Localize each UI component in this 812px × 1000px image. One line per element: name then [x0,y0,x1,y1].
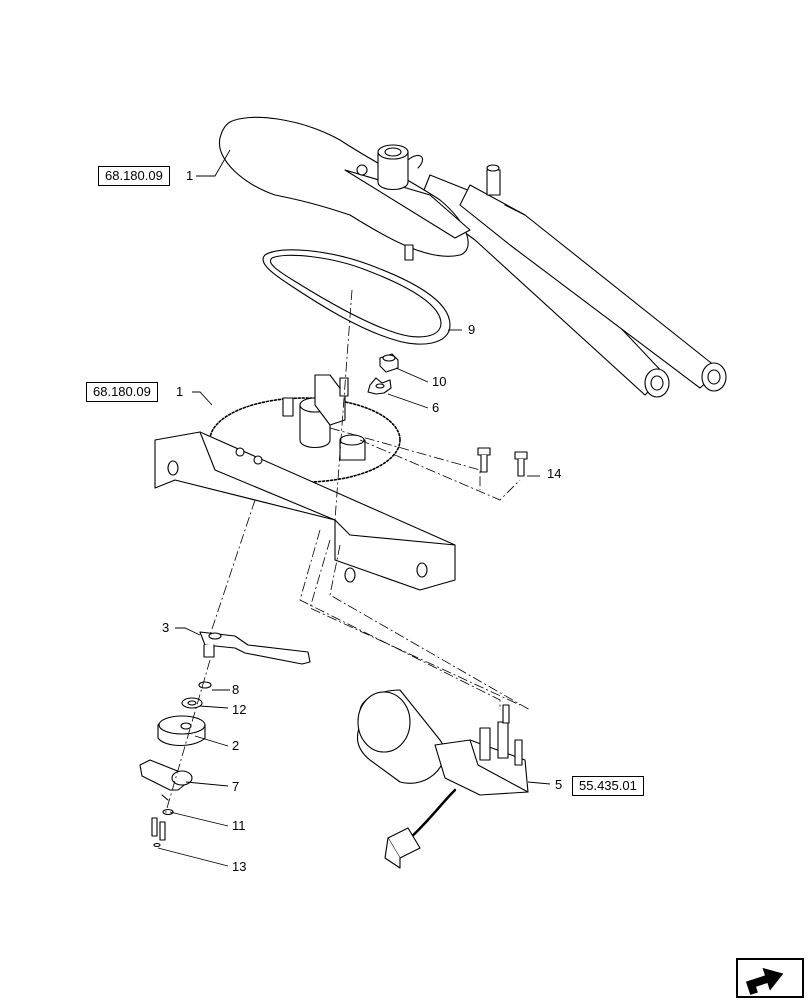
callout-6: 6 [432,400,440,415]
part-1-cover-assembly [218,116,727,398]
part-6-star-washer [367,377,392,395]
cover-fitting [486,169,501,196]
arm-tube-left [419,174,666,396]
callout-14: 14 [547,466,562,481]
callout-1-lower: 1 [176,384,184,399]
part-1-disc-bracket-assembly [154,374,456,591]
callout-13: 13 [232,859,247,874]
callout-2: 2 [232,738,240,753]
callout-8: 8 [232,682,240,697]
callout-12: 12 [232,702,247,717]
callout-1-upper: 1 [186,168,194,183]
part-13-screws [151,817,166,848]
part-11-washer [162,808,174,816]
part-3-lever [199,631,311,665]
reference-box-disc[interactable]: 68.180.09 [86,382,158,402]
callout-5: 5 [555,777,563,792]
arm-tube-right [459,184,721,389]
part-7-latch [139,759,193,801]
leader-lines [157,149,551,867]
cover-plate [218,116,469,257]
next-page-arrow-icon[interactable] [736,958,804,998]
callout-3: 3 [162,620,170,635]
reference-box-motor[interactable]: 55.435.01 [572,776,644,796]
part-2-cam [157,715,206,747]
callout-10: 10 [432,374,447,389]
cover-collar [377,151,409,191]
callout-7: 7 [232,779,240,794]
assembly-centerlines [164,289,531,816]
part-14-bolts [477,447,528,477]
part-8-clip [198,681,212,689]
part-10-nut [379,353,399,373]
part-9-gasket [262,249,451,345]
callout-9: 9 [468,322,476,337]
reference-box-cover[interactable]: 68.180.09 [98,166,170,186]
callout-11: 11 [232,818,246,833]
part-12-washer [181,697,203,709]
part-5-motor [356,689,529,869]
